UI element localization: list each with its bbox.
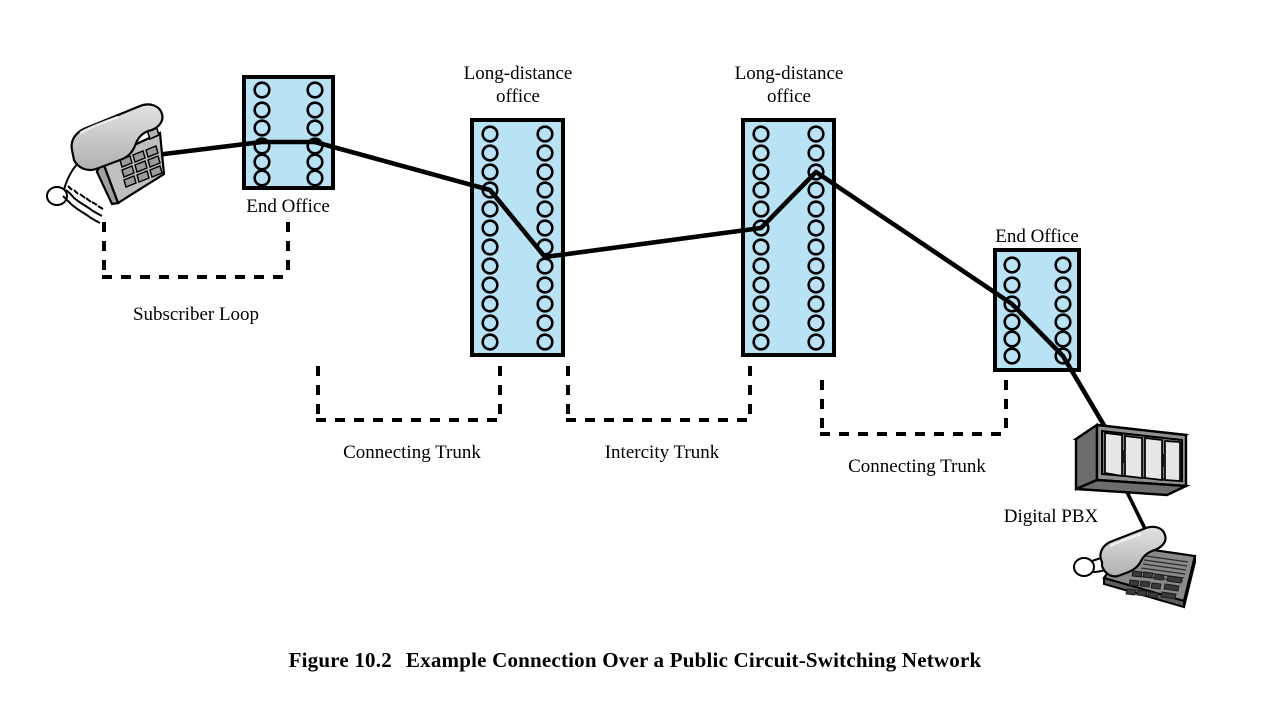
bracket-intercity-trunk [566,366,752,422]
label-subscriber-loop-text: Subscriber Loop [132,304,260,325]
label-end-office-right-text: End Office [995,226,1079,247]
figure-caption: Figure 10.2 Example Connection Over a Pub… [0,648,1270,673]
label-intercity-trunk: Intercity Trunk [572,442,752,464]
label-long-distance-office-1: Long-distance office [438,62,598,108]
switch-long-distance-office-1[interactable] [470,118,565,357]
label-end-office-left-text: End Office [246,196,330,217]
figure-caption-title: Example Connection Over a Public Circuit… [405,648,982,672]
label-ld2-line2: office [767,86,811,107]
label-end-office-right: End Office [957,226,1117,248]
bracket-subscriber-loop [102,222,290,279]
switch-end-office-left[interactable] [242,75,335,190]
label-ld1-line1: Long-distance [463,63,573,84]
label-connecting-trunk-left-text: Connecting Trunk [343,442,481,463]
bracket-connecting-trunk-right [820,380,1008,436]
telephone-right-icon [1073,525,1197,609]
switch-long-distance-office-2[interactable] [741,118,836,357]
label-end-office-left: End Office [208,196,368,218]
connection-path [145,139,1111,435]
figure-caption-number: Figure 10.2 [288,648,392,672]
label-connecting-trunk-right-text: Connecting Trunk [848,456,986,477]
switch-end-office-right[interactable] [993,248,1081,372]
label-ld1-line2: office [496,86,540,107]
digital-pbx-icon [1072,422,1191,497]
label-long-distance-office-2: Long-distance office [709,62,869,108]
telephone-left-icon [46,103,166,224]
label-intercity-trunk-text: Intercity Trunk [604,442,720,463]
label-connecting-trunk-right: Connecting Trunk [822,456,1012,478]
label-subscriber-loop: Subscriber Loop [106,304,286,326]
label-ld2-line1: Long-distance [734,63,844,84]
label-connecting-trunk-left: Connecting Trunk [317,442,507,464]
bracket-connecting-trunk-left [316,366,502,422]
label-digital-pbx: Digital PBX [971,506,1131,528]
label-digital-pbx-text: Digital PBX [1003,506,1099,527]
